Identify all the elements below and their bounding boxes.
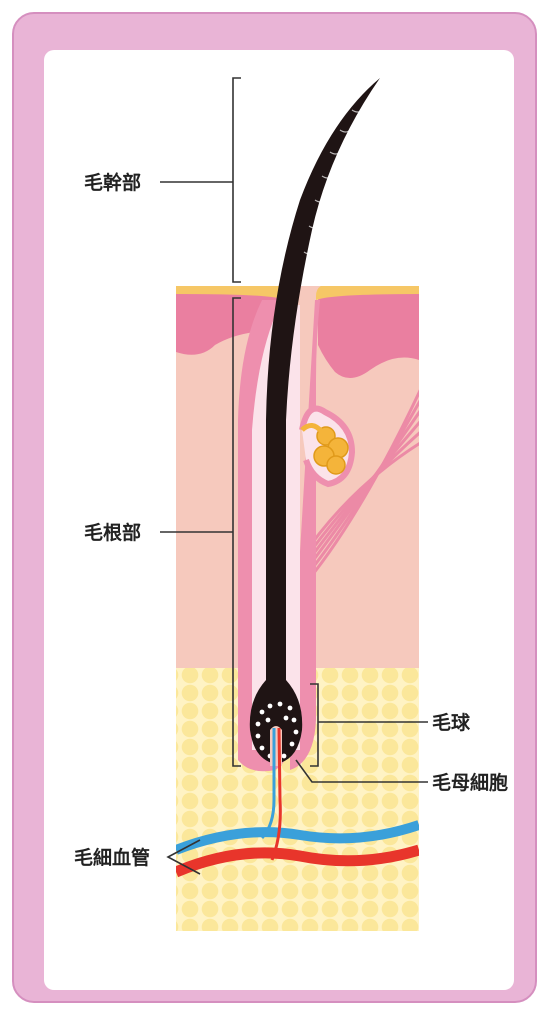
label-capillary: 毛細血管 (74, 846, 150, 869)
label-root: 毛根部 (84, 521, 141, 544)
label-matrix-cells: 毛母細胞 (432, 771, 508, 794)
label-shaft: 毛幹部 (84, 171, 141, 194)
shaft-bracket (233, 78, 241, 282)
label-bulb: 毛球 (432, 711, 471, 734)
